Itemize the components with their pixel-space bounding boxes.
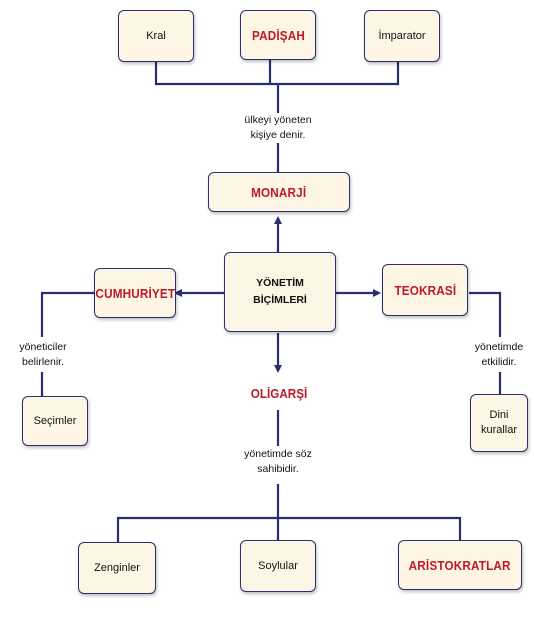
- soylular-box: Soylular: [240, 540, 316, 592]
- cumhuriyet-caption: yöneticiler belirlenir.: [10, 340, 76, 371]
- oligarsi-caption-line1: yönetimde söz: [244, 448, 312, 460]
- kral-label: Kral: [146, 29, 166, 42]
- kral-box: Kral: [118, 10, 194, 62]
- cumhuriyet-box: CUMHURİYET: [94, 268, 176, 318]
- secimler-box: Seçimler: [22, 396, 88, 446]
- top-caption-line1: ülkeyi yöneten: [244, 114, 312, 126]
- soylular-label: Soylular: [258, 559, 298, 572]
- oligarsi-label: OLİGARŞİ: [249, 386, 309, 401]
- secimler-label: Seçimler: [33, 414, 77, 427]
- cumhuriyet-caption-line2: belirlenir.: [21, 356, 65, 369]
- oligarsi-caption: yönetimde söz sahibidir.: [222, 447, 334, 478]
- padisah-label: PADİŞAH: [251, 27, 305, 43]
- zenginler-label: Zenginler: [94, 561, 140, 574]
- dini-kurallar-line2: kurallar: [480, 424, 518, 436]
- monarji-box: MONARJİ: [208, 172, 350, 212]
- top-caption: ülkeyi yöneten kişiye denir.: [222, 113, 334, 144]
- center-line1: YÖNETİM: [256, 277, 304, 290]
- dini-kurallar-box: Dini kurallar: [470, 394, 528, 452]
- cumhuriyet-side-line: [40, 291, 96, 337]
- teokrasi-side-line: [469, 291, 502, 337]
- center-line2: BİÇİMLERİ: [253, 294, 307, 306]
- monarji-label: MONARJİ: [251, 184, 307, 200]
- bottom-bracket-line: [116, 516, 462, 544]
- imparator-label: İmparator: [378, 29, 426, 42]
- yonetim-bicimleri-box: YÖNETİM BİÇİMLERİ: [224, 252, 336, 332]
- teokrasi-box: TEOKRASİ: [382, 264, 468, 316]
- oligarsi-caption-line2: sahibidir.: [257, 463, 299, 476]
- imparator-box: İmparator: [364, 10, 440, 62]
- aristokratlar-box: ARİSTOKRATLAR: [398, 540, 522, 590]
- teokrasi-caption-line2: etkilidir.: [481, 356, 517, 369]
- aristokratlar-label: ARİSTOKRATLAR: [408, 557, 512, 573]
- top-bracket-line: [154, 60, 400, 86]
- teokrasi-caption-line1: yönetimde: [474, 341, 524, 353]
- dini-kurallar-line1: Dini: [489, 409, 509, 422]
- padisah-box: PADİŞAH: [240, 10, 316, 60]
- zenginler-box: Zenginler: [78, 542, 156, 594]
- cumhuriyet-label: CUMHURİYET: [95, 285, 175, 301]
- teokrasi-label: TEOKRASİ: [394, 282, 456, 298]
- teokrasi-caption: yönetimde etkilidir.: [466, 340, 532, 371]
- top-caption-line2: kişiye denir.: [250, 129, 306, 142]
- cumhuriyet-caption-line1: yöneticiler: [19, 341, 67, 353]
